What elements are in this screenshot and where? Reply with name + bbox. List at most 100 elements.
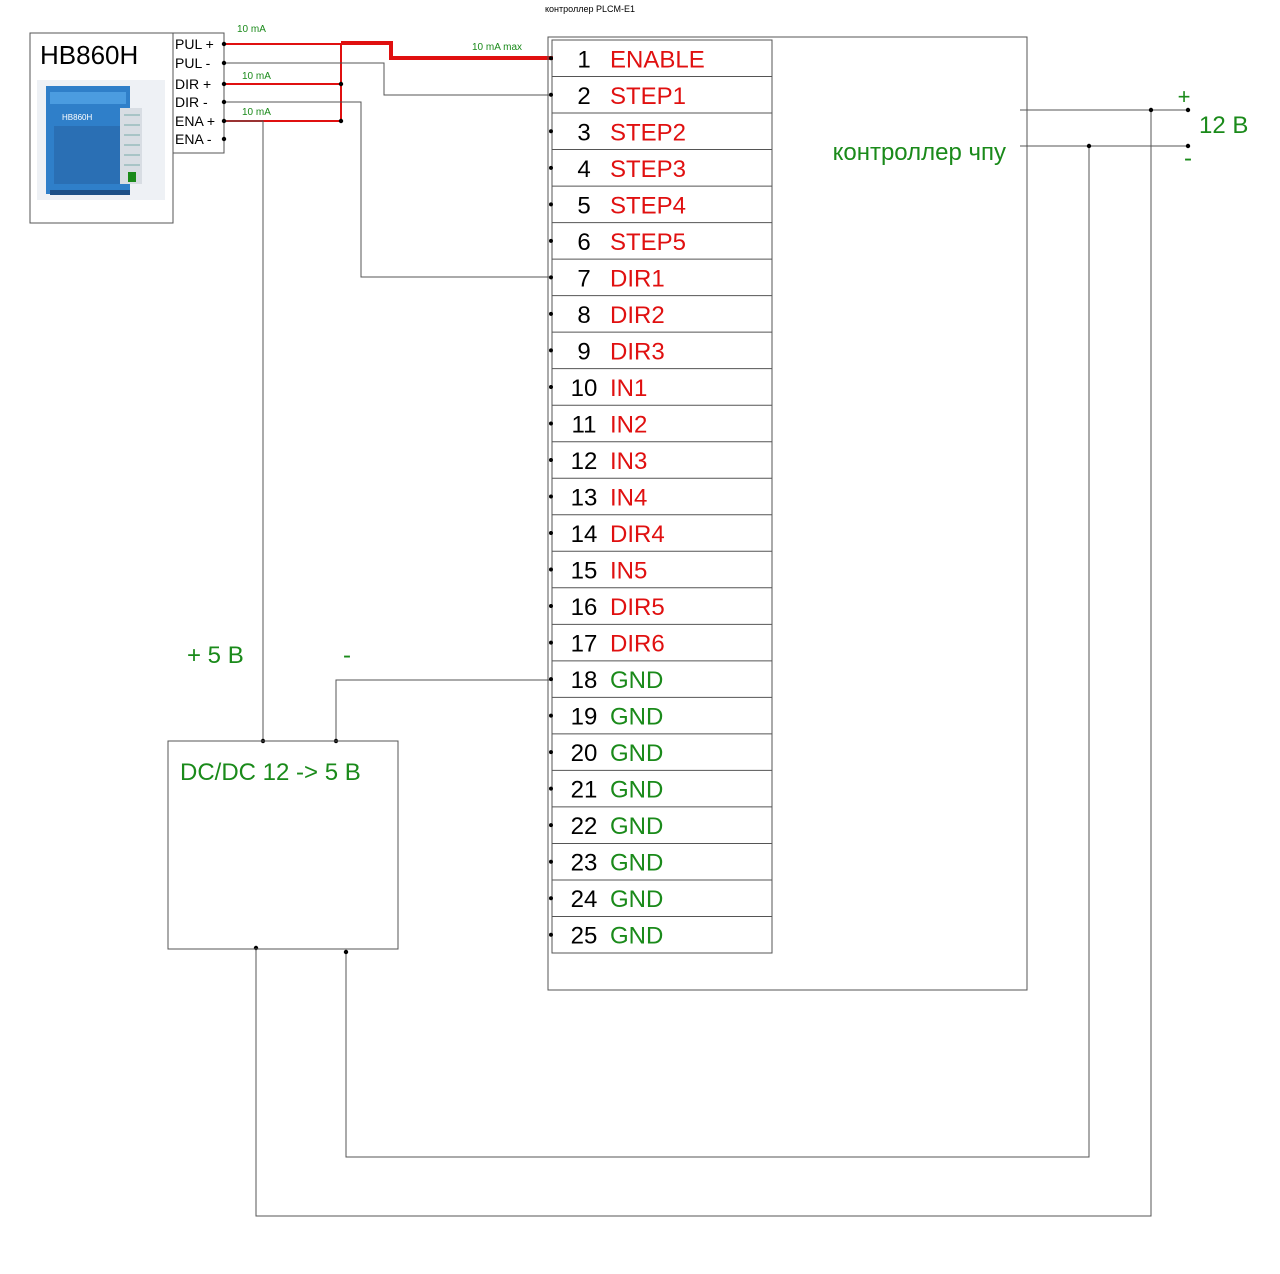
- pin-number: 20: [571, 740, 598, 767]
- driver-hb860h: HB860H HB860H PUL + PUL - DIR + DIR - EN…: [29, 32, 225, 224]
- pin-label: GND: [610, 704, 663, 731]
- pin-number: 17: [571, 631, 598, 658]
- supply-plus-label: +: [1178, 84, 1191, 109]
- driver-photo: HB860H: [37, 80, 165, 200]
- pin-number: 5: [577, 192, 590, 219]
- pin-label: STEP1: [610, 83, 686, 110]
- pin-label: GND: [610, 886, 663, 913]
- pin-contact-dot: [549, 421, 553, 426]
- pin-contact-dot: [549, 311, 553, 316]
- pin-label: DIR4: [610, 521, 665, 548]
- pin-label: GND: [610, 923, 663, 950]
- terminal-pul-plus: PUL +: [175, 36, 214, 52]
- pin-number: 2: [577, 83, 590, 110]
- pin-contact-dot: [549, 457, 553, 462]
- positive-wires: [224, 41, 553, 122]
- pin-number: 18: [571, 667, 598, 694]
- pin-number: 16: [571, 594, 598, 621]
- dcdc-label: DC/DC 12 -> 5 В: [180, 759, 361, 786]
- pin-contact-dot: [549, 494, 553, 499]
- pin-contact-dot: [549, 56, 553, 61]
- terminal-pul-minus: PUL -: [175, 55, 211, 71]
- supply-minus-label: -: [1184, 145, 1192, 172]
- pin-contact-dot: [549, 786, 553, 791]
- pin-contact-dot: [549, 604, 553, 609]
- pin-number: 19: [571, 704, 598, 731]
- pin-number: 1: [577, 46, 590, 73]
- pin-contact-dot: [549, 238, 553, 243]
- supply-voltage-label: 12 В: [1199, 112, 1248, 139]
- pin-number: 25: [571, 923, 598, 950]
- controller-board: [547, 36, 1028, 991]
- pin-number: 7: [577, 265, 590, 292]
- pin-number: 3: [577, 119, 590, 146]
- pin-label: GND: [610, 777, 663, 804]
- signal-wires: [224, 62, 1188, 1217]
- pin-label: GND: [610, 813, 663, 840]
- pin-contact-dot: [549, 348, 553, 353]
- pin-contact-dot: [549, 859, 553, 864]
- pin-contact-dot: [549, 384, 553, 389]
- pin-contact-dot: [549, 531, 553, 536]
- driver-photo-label: HB860H: [62, 113, 92, 122]
- pin-number: 13: [571, 485, 598, 512]
- terminal-ena-minus: ENA -: [175, 131, 212, 147]
- pin-number: 23: [571, 850, 598, 877]
- pin-contact-dot: [549, 640, 553, 645]
- pin-label: GND: [610, 850, 663, 877]
- pin-label: IN3: [610, 448, 647, 475]
- pin-number: 10: [571, 375, 598, 402]
- pin-contact-dot: [549, 713, 553, 718]
- terminal-ena-plus: ENA +: [175, 113, 215, 129]
- terminal-dir-minus: DIR -: [175, 94, 208, 110]
- junction-dots: [221, 41, 1191, 955]
- pin-label: STEP2: [610, 119, 686, 146]
- pin-contact-dot: [549, 129, 553, 134]
- pin-label: IN4: [610, 485, 647, 512]
- pin-label: STEP4: [610, 192, 686, 219]
- pin-number: 6: [577, 229, 590, 256]
- pin-contact-dot: [549, 823, 553, 828]
- diagram-title: контроллер PLCM-E1: [545, 4, 635, 14]
- pin-number: 12: [571, 448, 598, 475]
- terminal-dir-plus: DIR +: [175, 76, 211, 92]
- pin-label: STEP5: [610, 229, 686, 256]
- pin-number: 11: [572, 411, 597, 438]
- pin-contact-dot: [549, 275, 553, 280]
- pin-label: DIR6: [610, 631, 665, 658]
- pin-label: STEP3: [610, 156, 686, 183]
- pin-label: IN1: [610, 375, 647, 402]
- pin-contact-dot: [549, 567, 553, 572]
- dcdc-plus-5v-label: + 5 В: [187, 642, 244, 669]
- pin-number: 9: [577, 338, 590, 365]
- pin-label: IN5: [610, 558, 647, 585]
- pin-label: IN2: [610, 411, 647, 438]
- pin-number: 22: [571, 813, 598, 840]
- pin-label: DIR5: [610, 594, 665, 621]
- current-label-pul: 10 mA: [237, 24, 266, 35]
- pin-contact-dot: [549, 165, 553, 170]
- pin-contact-dot: [549, 750, 553, 755]
- current-label-ena: 10 mA: [242, 107, 271, 118]
- pin-contact-dot: [549, 932, 553, 937]
- pin-number: 15: [571, 558, 598, 585]
- pin-label: DIR2: [610, 302, 665, 329]
- pin-contact-dot: [549, 677, 553, 682]
- dcdc-minus-label: -: [343, 642, 351, 669]
- pin-number: 8: [577, 302, 590, 329]
- pin-label: GND: [610, 667, 663, 694]
- pin-label: GND: [610, 740, 663, 767]
- pin-number: 21: [571, 777, 598, 804]
- current-label-dir: 10 mA: [242, 71, 271, 82]
- pin-number: 24: [571, 886, 598, 913]
- pin-number: 14: [571, 521, 598, 548]
- controller-label: контроллер чпу: [833, 139, 1006, 166]
- pin-label: DIR3: [610, 338, 665, 365]
- pin-label: ENABLE: [610, 46, 705, 73]
- pin-contact-dot: [549, 896, 553, 901]
- driver-name: HB860H: [40, 40, 138, 70]
- dcdc-converter: [167, 740, 399, 950]
- pin-number: 4: [577, 156, 590, 183]
